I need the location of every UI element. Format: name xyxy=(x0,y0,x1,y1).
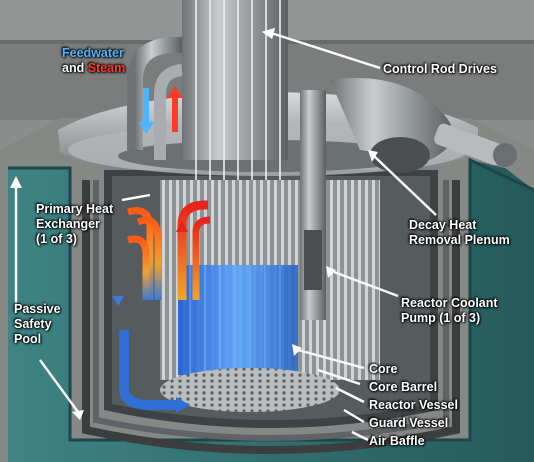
primary-heat-exchanger-line-1: Primary Heat xyxy=(36,202,114,216)
passive-safety-pool-line-2: Safety xyxy=(14,317,52,331)
guard-vessel-label: Guard Vessel xyxy=(369,416,449,430)
reactor-vessel-label: Reactor Vessel xyxy=(369,398,458,412)
decay-heat-line-1: Decay Heat xyxy=(409,218,477,232)
and-label: and xyxy=(62,61,85,75)
core-label: Core xyxy=(369,362,398,376)
reactor-coolant-pump-line-2: Pump (1 of 3) xyxy=(401,311,481,325)
reactor-coolant-pump-line-1: Reactor Coolant xyxy=(401,296,498,310)
passive-safety-pool-label: Passive Safety Pool xyxy=(14,302,61,347)
feedwater-label: Feedwater xyxy=(62,46,124,60)
steam-label: Steam xyxy=(87,61,126,75)
coolant-flow-arrows xyxy=(112,200,211,413)
feedwater-arrow xyxy=(138,88,154,134)
control-rod-drives-label: Control Rod Drives xyxy=(383,62,497,76)
passive-safety-pool-line-1: Passive xyxy=(14,302,61,316)
primary-heat-exchanger-line-2: Exchanger xyxy=(36,217,100,231)
feedwater-steam-label: Feedwater and Steam xyxy=(62,46,125,76)
steam-arrow xyxy=(167,86,183,132)
passive-safety-pool-line-3: Pool xyxy=(14,332,42,346)
primary-heat-exchanger-label: Primary Heat Exchanger (1 of 3) xyxy=(36,202,113,247)
decay-heat-line-2: Removal Plenum xyxy=(409,233,510,247)
decay-heat-removal-plenum-label: Decay Heat Removal Plenum xyxy=(409,218,510,248)
reactor-coolant-pump-label: Reactor Coolant Pump (1 of 3) xyxy=(401,296,498,326)
primary-heat-exchanger-line-3: (1 of 3) xyxy=(36,232,77,246)
core-barrel-label: Core Barrel xyxy=(369,380,438,394)
air-baffle-label: Air Baffle xyxy=(369,434,425,448)
